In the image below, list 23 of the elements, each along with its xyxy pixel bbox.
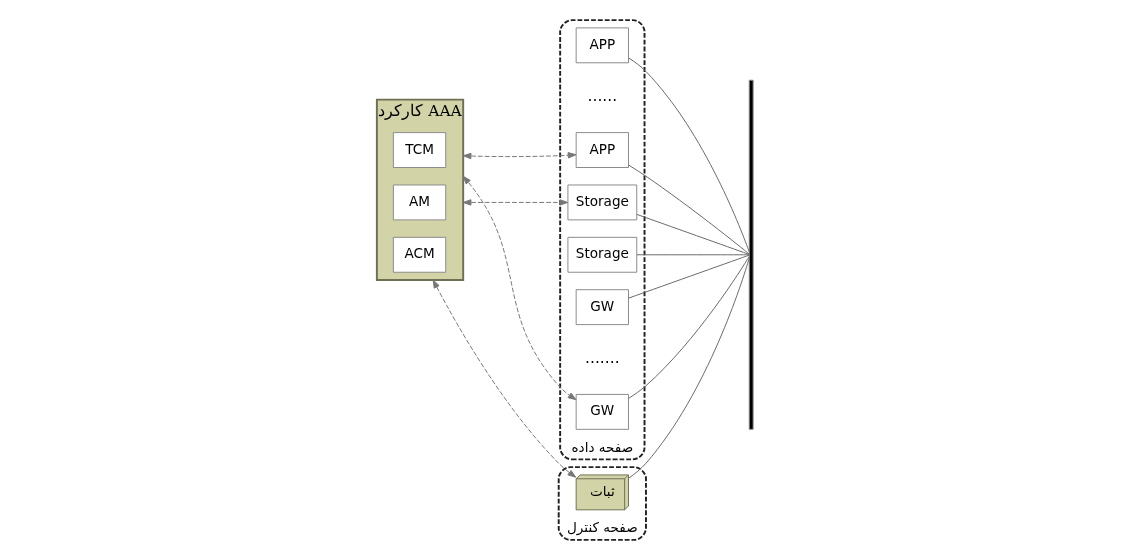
node-box: ACM: [392, 236, 446, 273]
node-box: APP: [575, 132, 629, 168]
connector: [627, 256, 750, 399]
connector: [627, 57, 750, 253]
arrow: [432, 279, 576, 478]
node-box: GW: [575, 289, 629, 326]
connector: [636, 254, 750, 256]
node-box: Storage: [566, 184, 637, 221]
connector: [627, 164, 750, 255]
node-box: TCM: [392, 132, 446, 168]
node-box: Storage: [566, 236, 637, 273]
arrow: [462, 152, 576, 160]
node-box: AM: [392, 184, 446, 221]
node-box: APP: [575, 27, 629, 64]
connector: [627, 257, 750, 479]
node-bar: [748, 79, 754, 430]
label: .......: [584, 349, 620, 368]
connector: [636, 213, 750, 255]
node-box: GW: [575, 393, 629, 430]
connector: [627, 254, 750, 299]
arrow: [462, 199, 568, 206]
label: ......: [587, 87, 617, 106]
arrow: [462, 175, 576, 401]
